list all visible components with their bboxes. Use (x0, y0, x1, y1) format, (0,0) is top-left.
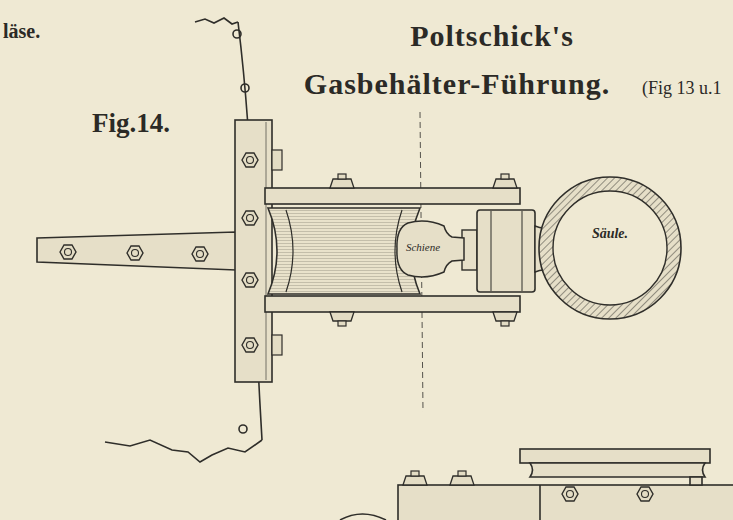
bolt-head (330, 174, 354, 188)
break-line (105, 440, 262, 462)
heading-fragment: (Fig 13 u.1 (642, 78, 722, 99)
bolt-head (493, 174, 517, 188)
spacer (690, 477, 702, 485)
hex-nut (242, 273, 258, 287)
bolt-head (493, 312, 517, 326)
strap (265, 296, 520, 312)
bracket-arm (37, 232, 236, 270)
hex-nut (637, 487, 653, 501)
figure-number: Fig.14. (92, 108, 170, 139)
title: Poltschick's Gasbehälter-Führung. (262, 12, 652, 108)
roller-flange (286, 210, 402, 292)
hex-nut (192, 247, 208, 261)
rivet (239, 425, 247, 433)
clamp-line (522, 211, 523, 291)
lower-frame (340, 449, 733, 520)
joint-line (539, 485, 541, 520)
nut-side (272, 335, 282, 355)
bolt-head (450, 471, 474, 485)
rail-section: Schiene (396, 220, 464, 278)
rivet (241, 84, 249, 92)
strap (265, 188, 520, 204)
part-name: Säule. (558, 226, 662, 242)
rim (530, 463, 705, 477)
part-name: Schiene (400, 241, 446, 253)
base-block (398, 485, 733, 520)
hex-nut (242, 211, 258, 225)
flange-plate (235, 120, 272, 382)
nut-side (272, 150, 282, 170)
node-outline (538, 176, 682, 320)
top-plate (520, 449, 710, 463)
hex-nut (242, 153, 258, 167)
plate-shading (266, 122, 267, 380)
rivet (233, 30, 241, 38)
clamp-block (477, 210, 535, 292)
column-section: Säule. (538, 176, 682, 320)
arc (340, 514, 386, 520)
hex-nut (60, 245, 76, 259)
clamp-line (491, 211, 492, 291)
rail-profile (397, 221, 464, 277)
hex-nut (562, 487, 578, 501)
bolt-head (330, 312, 354, 326)
bolt-head (403, 471, 427, 485)
break-line (195, 18, 238, 24)
heading-fragment: läse. (3, 20, 40, 43)
column-bore (553, 191, 667, 305)
hex-nut (127, 246, 143, 260)
hex-nut (242, 338, 258, 352)
column-wall (539, 177, 681, 319)
